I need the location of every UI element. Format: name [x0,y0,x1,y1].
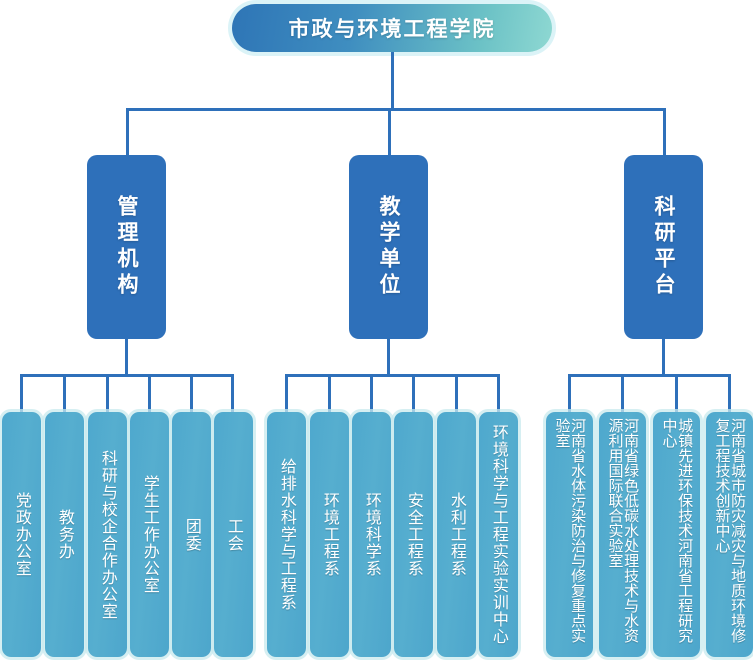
leaf-node-teaching-3[interactable]: 环境科学系 [352,412,391,657]
leaf-label-management-6: 工会 [224,517,244,552]
connector-management-bus [20,374,233,377]
leaf-label-management-2: 教务办 [55,509,75,560]
connector-to-research [663,108,666,157]
level2-node-research[interactable]: 科研平台 [624,155,703,339]
leaf-node-teaching-2[interactable]: 环境工程系 [310,412,349,657]
leaf-label-management-5: 团委 [182,517,202,552]
leaf-node-management-1[interactable]: 党政办公室 [2,412,41,657]
leaf-node-management-4[interactable]: 学生工作办公室 [130,412,169,657]
leaf-node-management-2[interactable]: 教务办 [45,412,84,657]
leaf-node-research-3[interactable]: 城镇先进环保技术河南省工程研究中心 [653,412,700,657]
leaf-label-teaching-2: 环境工程系 [320,492,340,577]
leaf-label-research-3: 城镇先进环保技术河南省工程研究中心 [660,418,695,643]
connector-teaching-drop-2 [328,374,331,412]
leaf-label-management-3: 科研与校企合作办公室 [98,449,118,620]
leaf-node-teaching-6[interactable]: 环境科学与工程实验实训中心 [479,412,518,657]
connector-to-teaching [388,108,391,157]
leaf-node-management-5[interactable]: 团委 [172,412,211,657]
leaf-node-management-3[interactable]: 科研与校企合作办公室 [88,412,127,657]
connector-management-drop-6 [231,374,234,412]
leaf-node-teaching-5[interactable]: 水利工程系 [437,412,476,657]
connector-teaching-drop-5 [455,374,458,412]
leaf-label-teaching-4: 安全工程系 [404,492,424,577]
leaf-node-research-2[interactable]: 河南省绿色低碳水处理技术与水资源利用国际联合实验室 [599,412,646,657]
leaf-label-teaching-3: 环境科学系 [362,492,382,577]
leaf-node-research-4[interactable]: 河南省城市防灾减灾与地质环境修复工程技术创新中心 [706,412,753,657]
connector-research-drop-2 [621,374,624,412]
leaf-node-research-1[interactable]: 河南省水体污染防治与修复重点实验室 [546,412,593,657]
level2-node-management[interactable]: 管理机构 [87,155,166,339]
connector-teaching-drop-6 [497,374,500,412]
connector-research-bus [568,374,731,377]
leaf-node-teaching-4[interactable]: 安全工程系 [394,412,433,657]
leaf-label-management-1: 党政办公室 [12,492,32,577]
leaf-label-research-2: 河南省绿色低碳水处理技术与水资源利用国际联合实验室 [606,418,641,643]
connector-level2-bus [126,108,665,111]
leaf-label-teaching-5: 水利工程系 [447,492,467,577]
connector-research-drop-1 [568,374,571,412]
level2-label-teaching: 教学单位 [377,195,401,299]
leaf-label-management-4: 学生工作办公室 [140,475,160,594]
connector-root-stem [391,52,394,110]
connector-management-drop-3 [106,374,109,412]
leaf-node-management-6[interactable]: 工会 [214,412,253,657]
leaf-node-teaching-1[interactable]: 给排水科学与工程系 [267,412,306,657]
leaf-label-research-1: 河南省水体污染防治与修复重点实验室 [553,418,588,643]
connector-research-stem [662,339,665,376]
root-node-label: 市政与环境工程学院 [288,17,496,41]
connector-management-drop-5 [190,374,193,412]
connector-research-drop-3 [675,374,678,412]
connector-management-drop-2 [63,374,66,412]
connector-teaching-drop-3 [370,374,373,412]
leaf-label-research-4: 河南省城市防灾减灾与地质环境修复工程技术创新中心 [713,418,748,643]
level2-label-management: 管理机构 [115,195,139,299]
connector-to-management [126,108,129,157]
connector-research-drop-4 [728,374,731,412]
connector-teaching-drop-4 [412,374,415,412]
connector-teaching-drop-1 [285,374,288,412]
level2-node-teaching[interactable]: 教学单位 [349,155,428,339]
root-node-college[interactable]: 市政与环境工程学院 [232,4,552,52]
connector-management-drop-4 [148,374,151,412]
level2-label-research: 科研平台 [652,195,676,299]
leaf-label-teaching-1: 给排水科学与工程系 [277,458,297,611]
connector-teaching-stem [387,339,390,376]
leaf-label-teaching-6: 环境科学与工程实验实训中心 [489,424,509,645]
connector-teaching-bus [285,374,500,377]
connector-management-drop-1 [20,374,23,412]
connector-management-stem [125,339,128,376]
